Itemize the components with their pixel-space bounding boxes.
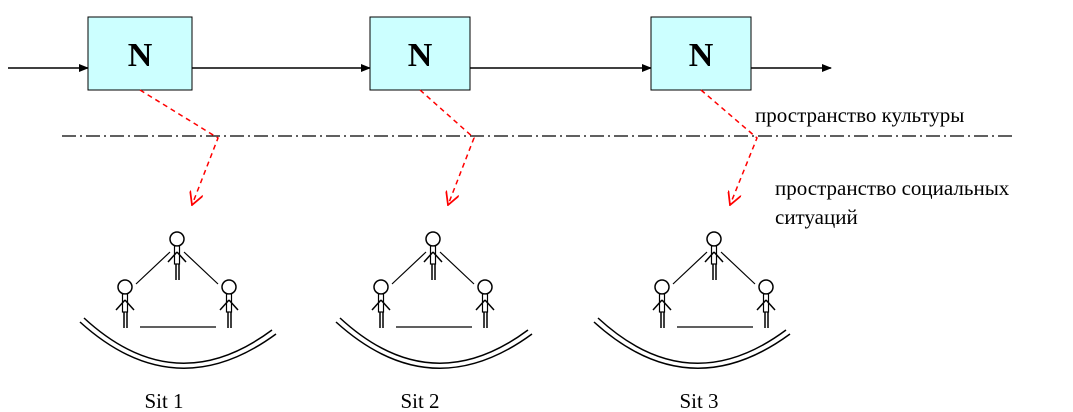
person-icon: [704, 231, 724, 280]
ground-arc: [593, 317, 791, 369]
person-icon: [167, 231, 187, 280]
ground-arc: [79, 317, 277, 369]
person-icon: [115, 279, 135, 328]
node-1: N: [87, 16, 193, 91]
person-icon: [756, 279, 776, 328]
situation-label: Sit 1: [144, 389, 183, 412]
person-icon: [475, 279, 495, 328]
social-space-label-line1: пространство социальных: [775, 176, 1010, 200]
situation-1: Sit 1: [79, 231, 277, 412]
person-icon: [652, 279, 672, 328]
projection-arrow-1: [139, 89, 219, 205]
social-space-label-line2: ситуаций: [775, 205, 858, 229]
node-label: N: [689, 37, 714, 74]
situation-label: Sit 2: [400, 389, 439, 412]
projection-arrows: [139, 89, 758, 205]
person-icon: [371, 279, 391, 328]
person-icon: [423, 231, 443, 280]
node-box: [650, 16, 752, 91]
culture-space-label: пространство культуры: [755, 103, 964, 127]
projection-arrow-2: [419, 89, 475, 205]
node-box: [87, 16, 193, 91]
node-3: N: [650, 16, 752, 91]
node-label: N: [128, 37, 153, 74]
person-icon: [219, 279, 239, 328]
node-label: N: [408, 37, 433, 74]
projection-arrow-3: [700, 89, 758, 205]
situation-3: Sit 3: [593, 231, 791, 412]
group-icon: [371, 231, 495, 328]
group-icon: [115, 231, 239, 328]
situation-label: Sit 3: [679, 389, 718, 412]
ground-arc: [335, 317, 533, 369]
group-icon: [652, 231, 776, 328]
situation-2: Sit 2: [335, 231, 533, 412]
node-2: N: [369, 16, 471, 91]
